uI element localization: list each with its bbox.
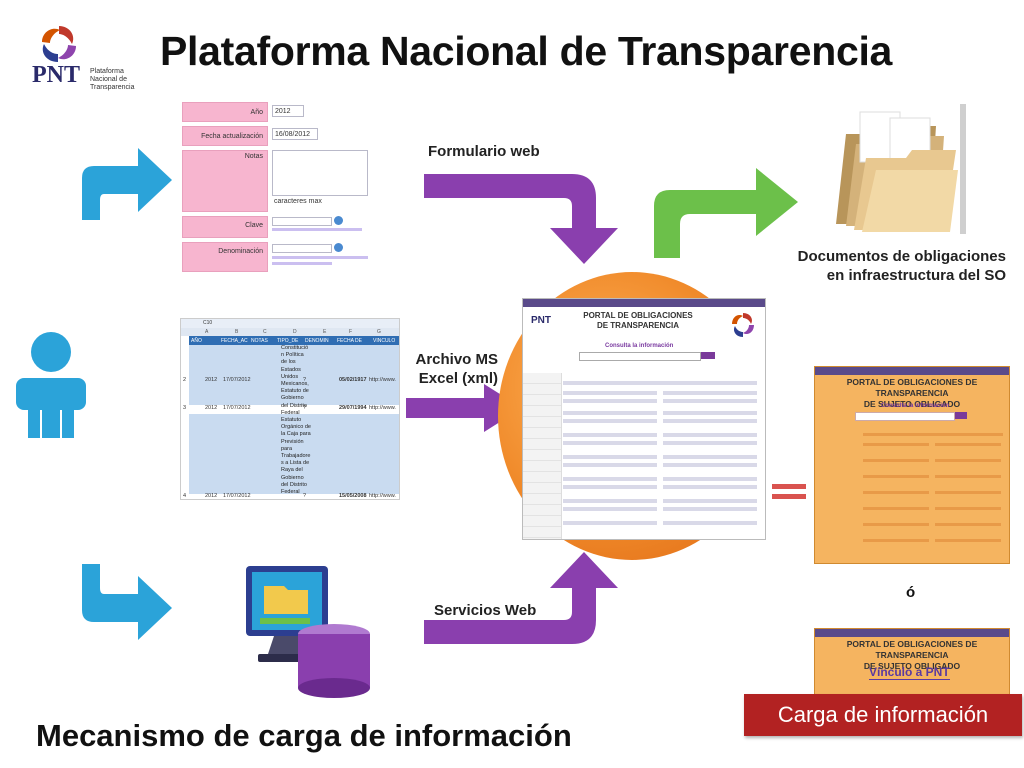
form-label-anio: Año [182,102,268,122]
arrow-servicios-icon [424,552,618,644]
so-portal-search-button[interactable] [955,412,967,419]
portal-search-input[interactable] [579,352,701,361]
label-excel: Archivo MS Excel (xml) [415,351,498,387]
so-portal-link-preview: PORTAL DE OBLIGACIONES DE TRANSPARENCIA … [814,628,1010,700]
folders-icon [836,104,966,234]
form-note [272,256,368,259]
portal-top-bar [523,299,765,307]
pnt-logo-subtitle: Plataforma Nacional de Transparencia [90,68,135,91]
portal-logo-icon [732,313,754,337]
portal-title: PORTAL DE OBLIGACIONES DE TRANSPARENCIA [583,311,693,330]
label-documentos: Documentos de obligaciones en infraestru… [797,248,1006,284]
page-subtitle: Mecanismo de carga de información [36,718,572,753]
label-o: ó [906,584,916,601]
arrow-down-right-icon [82,564,172,640]
form-label-clave: Clave [182,216,268,238]
arrow-green-icon [654,168,798,258]
form-note [272,228,362,231]
form-input-denominacion [272,244,332,253]
so-portal-title: PORTAL DE OBLIGACIONES DE TRANSPARENCIA … [846,377,978,409]
so-portal-consulta: Consulta la información [881,403,950,409]
page-title: Plataforma Nacional de Transparencia [160,28,893,74]
form-note [272,262,332,265]
computer-database-icon [246,566,370,698]
excel-column-row: A B C D E F G [181,328,399,336]
pnt-portal-preview: PNT PORTAL DE OBLIGACIONES DE TRANSPAREN… [522,298,766,540]
pnt-logo-icon [42,26,76,62]
so-portal-preview: PORTAL DE OBLIGACIONES DE TRANSPARENCIA … [814,366,1010,564]
excel-header-row: AÑO FECHA_AC NOTAS TIPO_DE DENOMIN FECHA… [189,336,399,345]
arrow-up-right-icon [82,148,172,220]
portal-sidebar [523,373,562,539]
pnt-logo-text: PNT [32,62,80,88]
portal-search-button[interactable] [701,352,715,359]
web-form-preview: Año 2012 Fecha actualización 16/08/2012 … [182,102,372,272]
excel-wrapped-text: Constitució n Política de los Estados Un… [281,345,311,496]
arrow-excel-icon [406,384,522,432]
carga-informacion-button[interactable]: Carga de información [744,694,1022,736]
form-label-notas: Notas [182,150,268,212]
form-caracteres: caracteres max [274,198,322,205]
equals-icon [772,484,806,489]
form-label-fecha: Fecha actualización [182,126,268,146]
excel-preview: C10 A B C D E F G AÑO FECHA_AC NOTAS TIP… [180,318,400,500]
label-servicios: Servicios Web [434,602,537,619]
so-portal-link-title: PORTAL DE OBLIGACIONES DE TRANSPARENCIA … [846,639,978,671]
form-input-clave [272,217,332,226]
portal-content-grid [563,377,761,537]
user-icon [16,332,86,438]
arrow-formulario-icon [424,174,618,264]
portal-logo: PNT [531,315,551,326]
form-input-notas [272,150,368,196]
help-icon [334,243,343,252]
label-formulario: Formulario web [428,143,540,160]
portal-consulta: Consulta la información [605,343,674,349]
form-input-fecha: 16/08/2012 [272,128,318,140]
help-icon [334,216,343,225]
so-portal-search-input[interactable] [855,412,955,421]
form-input-anio: 2012 [272,105,304,117]
form-label-denominacion: Denominación [182,242,268,272]
vinculo-pnt-link[interactable]: Vínculo a PNT [869,665,950,680]
